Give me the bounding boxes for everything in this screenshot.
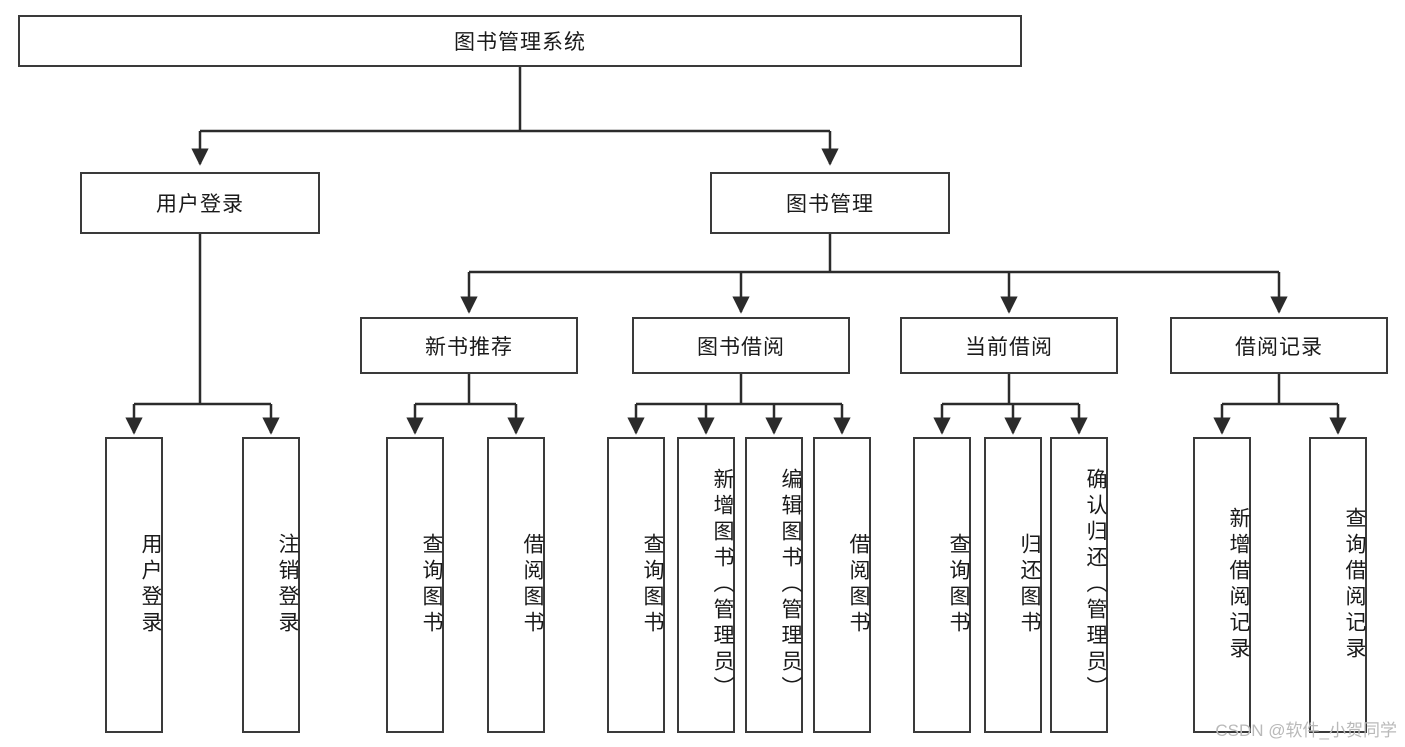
leaf-user-login-label: 用户登录 [139,533,162,637]
leaf-user-login[interactable]: 用户登录 [105,437,163,733]
node-current-borrow-label: 当前借阅 [965,335,1053,359]
node-book-manage[interactable]: 图书管理 [710,172,950,234]
node-root-label: 图书管理系统 [454,31,586,54]
leaf-current-query-book-label: 查询图书 [947,533,970,637]
node-borrow-record-label: 借阅记录 [1235,335,1323,359]
leaf-current-query-book[interactable]: 查询图书 [913,437,971,733]
node-book-borrow[interactable]: 图书借阅 [632,317,850,374]
node-new-book-rec[interactable]: 新书推荐 [360,317,578,374]
node-new-book-rec-label: 新书推荐 [425,335,513,359]
node-root[interactable]: 图书管理系统 [18,15,1022,67]
node-user-login[interactable]: 用户登录 [80,172,320,234]
leaf-rec-borrow-book[interactable]: 借阅图书 [487,437,545,733]
leaf-borrow-edit-book[interactable]: 编辑图书（管理员） [745,437,803,733]
leaf-rec-query-book-label: 查询图书 [420,533,443,637]
node-current-borrow[interactable]: 当前借阅 [900,317,1118,374]
leaf-record-query[interactable]: 查询借阅记录 [1309,437,1367,733]
leaf-borrow-add-book[interactable]: 新增图书（管理员） [677,437,735,733]
leaf-borrow-query-book-label: 查询图书 [641,533,664,637]
leaf-record-query-label: 查询借阅记录 [1343,507,1366,663]
leaf-borrow-borrow-book[interactable]: 借阅图书 [813,437,871,733]
leaf-rec-borrow-book-label: 借阅图书 [521,533,544,637]
leaf-current-return-book-label: 归还图书 [1018,533,1041,637]
leaf-borrow-borrow-book-label: 借阅图书 [847,533,870,637]
leaf-record-add[interactable]: 新增借阅记录 [1193,437,1251,733]
node-book-borrow-label: 图书借阅 [697,335,785,359]
leaf-borrow-query-book[interactable]: 查询图书 [607,437,665,733]
leaf-current-confirm-return-label: 确认归还（管理员） [1084,468,1107,702]
leaf-record-add-label: 新增借阅记录 [1227,507,1250,663]
leaf-logout-login[interactable]: 注销登录 [242,437,300,733]
leaf-current-return-book[interactable]: 归还图书 [984,437,1042,733]
leaf-borrow-edit-book-label: 编辑图书（管理员） [779,468,802,702]
node-user-login-label: 用户登录 [156,193,244,216]
node-book-manage-label: 图书管理 [786,193,874,216]
leaf-rec-query-book[interactable]: 查询图书 [386,437,444,733]
leaf-borrow-add-book-label: 新增图书（管理员） [711,468,734,702]
leaf-current-confirm-return[interactable]: 确认归还（管理员） [1050,437,1108,733]
node-borrow-record[interactable]: 借阅记录 [1170,317,1388,374]
leaf-logout-login-label: 注销登录 [276,533,299,637]
